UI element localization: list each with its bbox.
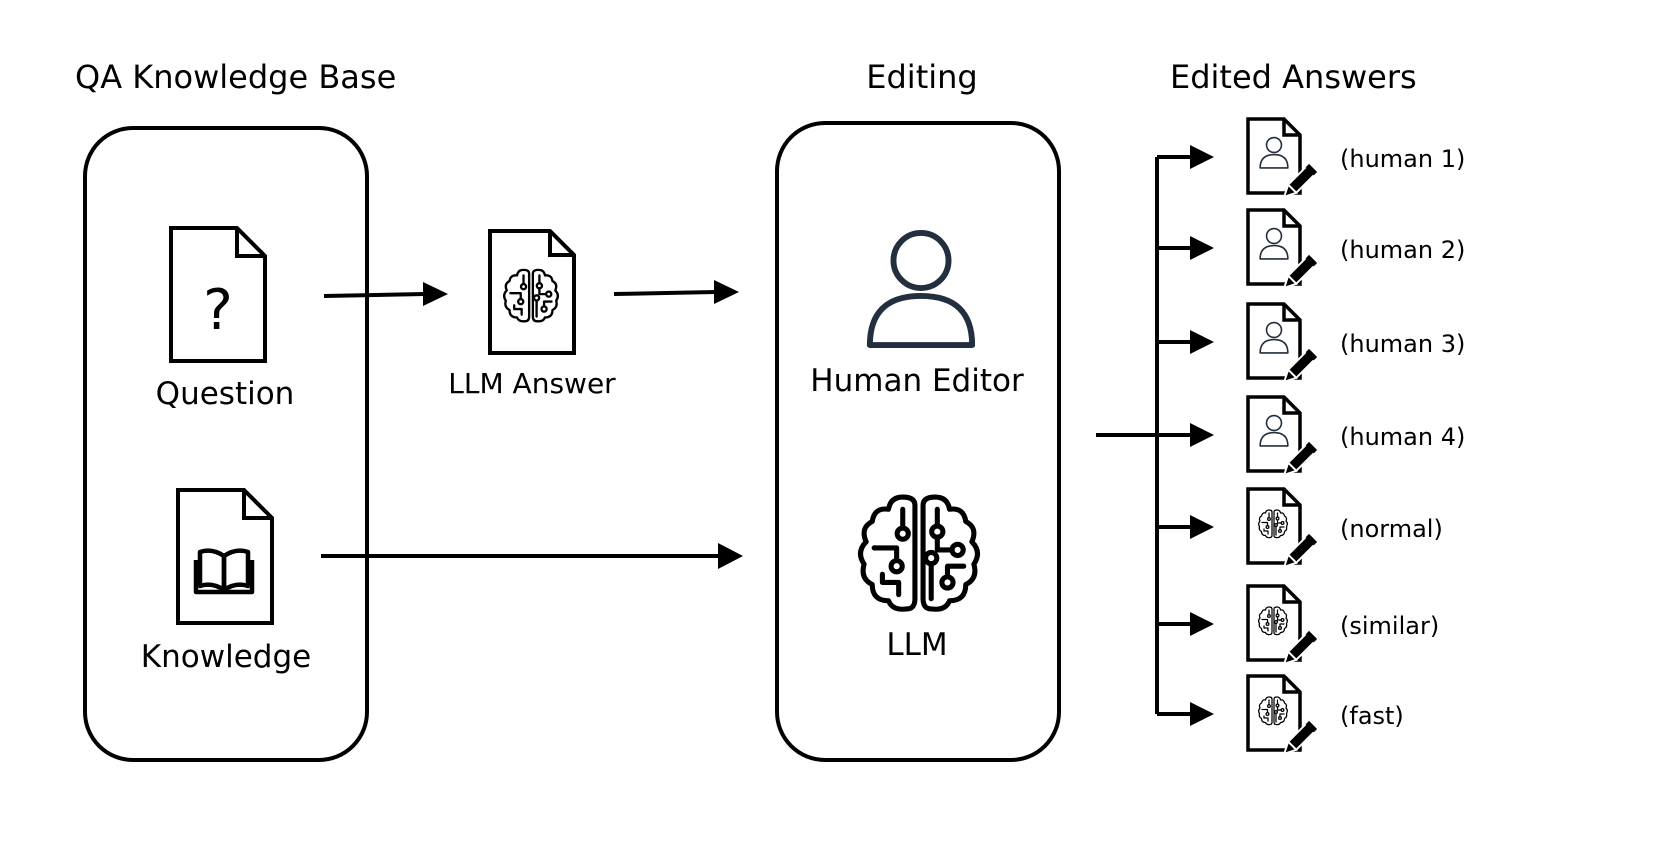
edited-answers-list: (human 1) (human 2) (human 3) (human 4) (nor… — [1157, 117, 1465, 759]
kb-section-title: QA Knowledge Base — [75, 58, 396, 96]
edited-answer-item: (human 2) — [1157, 208, 1465, 293]
edited-answer-label: (human 1) — [1340, 145, 1465, 173]
edited-answers-section-title: Edited Answers — [1170, 58, 1417, 96]
edited-answer-item: (similar) — [1157, 584, 1439, 669]
branch-arrowhead — [1190, 702, 1214, 726]
edited-answer-item: (fast) — [1157, 674, 1404, 759]
document-fold — [1282, 397, 1300, 415]
human-editor-label: Human Editor — [810, 363, 1024, 399]
branch-arrowhead — [1190, 145, 1214, 169]
branch-arrowhead — [1190, 330, 1214, 354]
branch-arrowhead — [1190, 612, 1214, 636]
document-fold — [1282, 210, 1300, 228]
edited-answer-label: (human 2) — [1340, 236, 1465, 264]
edited-answer-item: (human 4) — [1157, 395, 1465, 480]
knowledge-document — [176, 488, 274, 625]
flow-arrows — [321, 280, 743, 569]
document-fold — [1282, 676, 1300, 694]
document-fold — [1282, 304, 1300, 322]
knowledge-label: Knowledge — [141, 639, 311, 675]
question-document: ? — [169, 226, 267, 363]
arrow-question-to-answer — [323, 292, 426, 298]
edited-answer-label: (fast) — [1340, 702, 1404, 730]
edited-answer-item: (human 3) — [1157, 302, 1465, 387]
edited-answer-label: (normal) — [1340, 515, 1443, 543]
question-label: Question — [156, 376, 295, 412]
document-fold — [1282, 489, 1300, 507]
answer-document — [1246, 395, 1302, 473]
answer-document — [1246, 208, 1302, 286]
edited-answer-label: (similar) — [1340, 612, 1439, 640]
kb-container — [83, 126, 369, 762]
branch-arrowhead — [1190, 236, 1214, 260]
editing-container — [775, 121, 1061, 762]
person-icon — [870, 233, 972, 345]
branch-arrowhead — [1190, 515, 1214, 539]
llm-label: LLM — [886, 627, 947, 663]
document-fold — [1282, 119, 1300, 137]
llm-answer-document — [488, 229, 576, 355]
edited-answer-item: (human 1) — [1157, 117, 1465, 202]
open-book-icon — [193, 548, 255, 595]
arrow-answer-to-editing — [613, 290, 717, 296]
document-fold — [1282, 586, 1300, 604]
editing-section-title: Editing — [866, 58, 977, 96]
edited-answer-item: (normal) — [1157, 487, 1443, 572]
edited-answer-label: (human 3) — [1340, 330, 1465, 358]
edited-answer-label: (human 4) — [1340, 423, 1465, 451]
branch-arrowhead — [1190, 423, 1214, 447]
answer-document — [1246, 302, 1302, 380]
question-mark-icon: ? — [203, 278, 233, 343]
answer-document — [1246, 117, 1302, 195]
brain-circuit-icon — [860, 497, 977, 609]
llm-answer-label: LLM Answer — [448, 367, 616, 400]
